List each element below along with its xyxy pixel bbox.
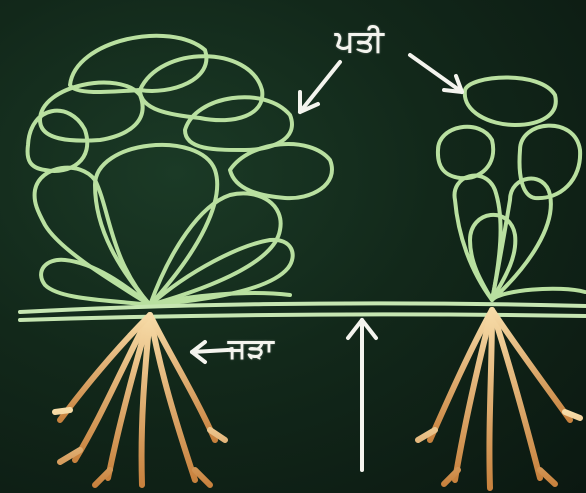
left-plant-leaves	[28, 36, 332, 305]
leaf-arrow-left	[300, 62, 340, 112]
leaf-arrow-right	[410, 55, 462, 92]
leaves-label: ਪਤੀ	[335, 24, 385, 59]
right-plant-leaves	[438, 78, 585, 301]
right-plant-roots	[418, 310, 580, 488]
soil-arrow	[348, 320, 376, 470]
left-plant-roots	[55, 315, 225, 485]
roots-label: ਜੜਾ	[228, 332, 275, 366]
soil-line	[20, 303, 586, 320]
root-arrow	[192, 342, 228, 362]
